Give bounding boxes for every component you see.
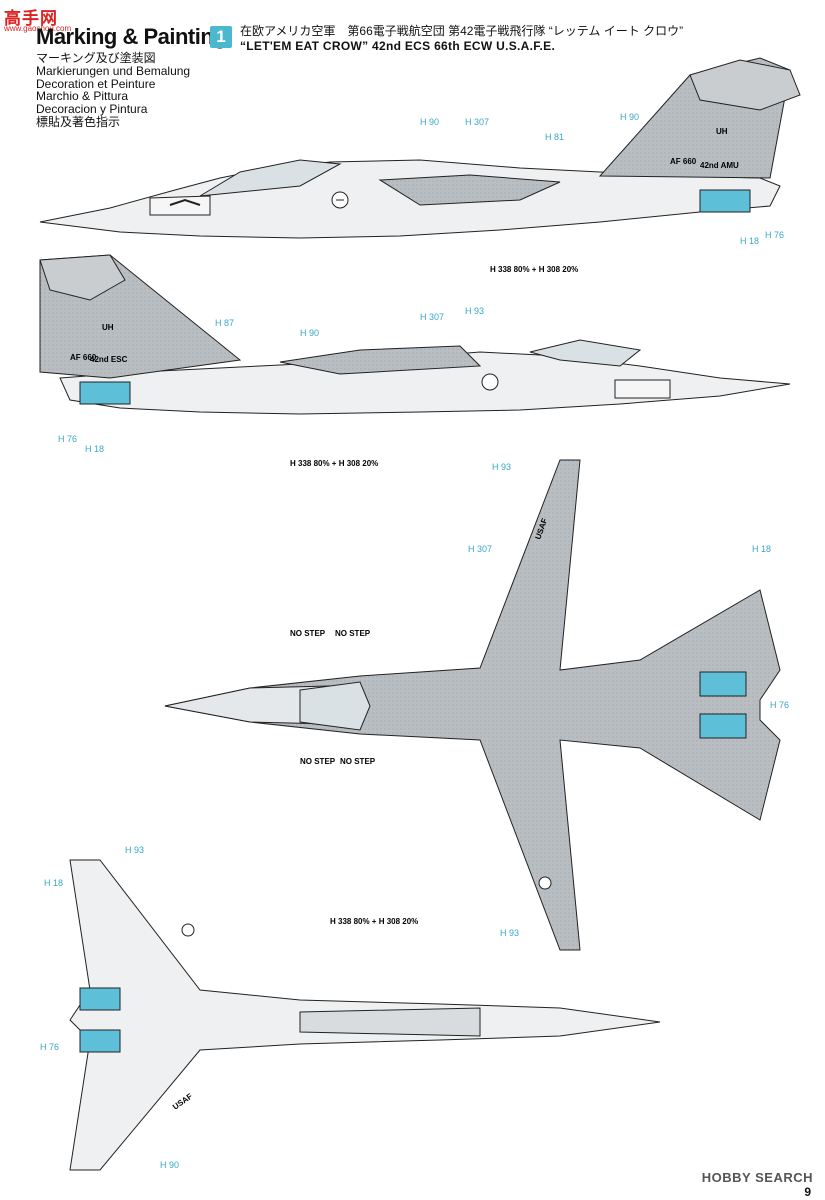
tail-code: UH: [102, 323, 114, 332]
svg-text:H 93: H 93: [465, 306, 484, 316]
title-line: Decoracion y Pintura: [36, 102, 148, 117]
step-label: NO STEP: [340, 757, 376, 766]
title-translations: マーキング及び塗装図 Markierungen und Bemalung Dec…: [36, 52, 190, 129]
title-line: マーキング及び塗装図: [36, 51, 156, 65]
page-number: 9: [804, 1185, 811, 1199]
svg-text:H 76: H 76: [40, 1042, 59, 1052]
svg-text:H 87: H 87: [215, 318, 234, 328]
title-line: Marchio & Pittura: [36, 89, 129, 104]
svg-text:H 90: H 90: [620, 112, 639, 122]
side-view-right: UH 42nd ESC AF 660 H 338 80% + H 308 20%…: [39, 254, 791, 468]
svg-text:H 18: H 18: [85, 444, 104, 454]
tail-text: 42nd AMU: [700, 161, 739, 170]
page-title: Marking & Painting: [36, 24, 227, 49]
color-mix-label: H 338 80% + H 308 20%: [330, 917, 418, 926]
svg-text:H 90: H 90: [160, 1160, 179, 1170]
step-label: NO STEP: [335, 629, 371, 638]
step-label: NO STEP: [300, 757, 336, 766]
svg-text:H 90: H 90: [420, 117, 439, 127]
logo-url: www.gaoshou.com: [4, 24, 72, 33]
caption-japanese: 在欧アメリカ空軍 第66電子戦航空団 第42電子戦飛行隊 “レッテム イート ク…: [240, 24, 684, 38]
svg-text:H 18: H 18: [752, 544, 771, 554]
top-view: USAF NO STEP NO STEP NO STEP NO STEP H 9…: [164, 459, 789, 951]
hobbysearch-logo: HOBBY SEARCH: [701, 1170, 813, 1185]
svg-text:H 90: H 90: [300, 328, 319, 338]
caption-english: “LET'EM EAT CROW” 42nd ECS 66th ECW U.S.…: [240, 39, 556, 53]
wing-marking: USAF: [171, 1092, 194, 1112]
svg-text:H 76: H 76: [770, 700, 789, 710]
svg-text:H 76: H 76: [765, 230, 784, 240]
serial: AF 660: [70, 353, 97, 362]
svg-text:H 76: H 76: [58, 434, 77, 444]
scheme-number-badge: 1: [210, 26, 232, 48]
svg-text:H 307: H 307: [420, 312, 444, 322]
svg-text:H 18: H 18: [740, 236, 759, 246]
svg-text:H 307: H 307: [465, 117, 489, 127]
tail-code: UH: [716, 127, 728, 136]
scheme-caption: 在欧アメリカ空軍 第66電子戦航空団 第42電子戦飛行隊 “レッテム イート ク…: [240, 24, 683, 54]
color-mix-label: H 338 80% + H 308 20%: [490, 265, 578, 274]
step-label: NO STEP: [290, 629, 326, 638]
svg-text:H 93: H 93: [492, 462, 511, 472]
color-mix-label: H 338 80% + H 308 20%: [290, 459, 378, 468]
svg-text:H 307: H 307: [468, 544, 492, 554]
logo-chinese-text: 高手网: [4, 9, 58, 29]
title-line: Markierungen und Bemalung: [36, 63, 191, 78]
serial: AF 660: [670, 157, 697, 166]
title-line: Decoration et Peinture: [36, 76, 156, 91]
site-logo: 高手网 www.gaoshou.com: [4, 4, 74, 38]
tail-text: 42nd ESC: [90, 355, 128, 364]
svg-text:H 93: H 93: [500, 928, 519, 938]
side-view-left: UH 42nd AMU AF 660 H 338 80% + H 308 20%…: [39, 57, 801, 274]
title-line: 標貼及著色指示: [36, 114, 121, 129]
svg-text:H 93: H 93: [125, 845, 144, 855]
svg-text:H 18: H 18: [44, 878, 63, 888]
svg-text:H 81: H 81: [545, 132, 564, 142]
